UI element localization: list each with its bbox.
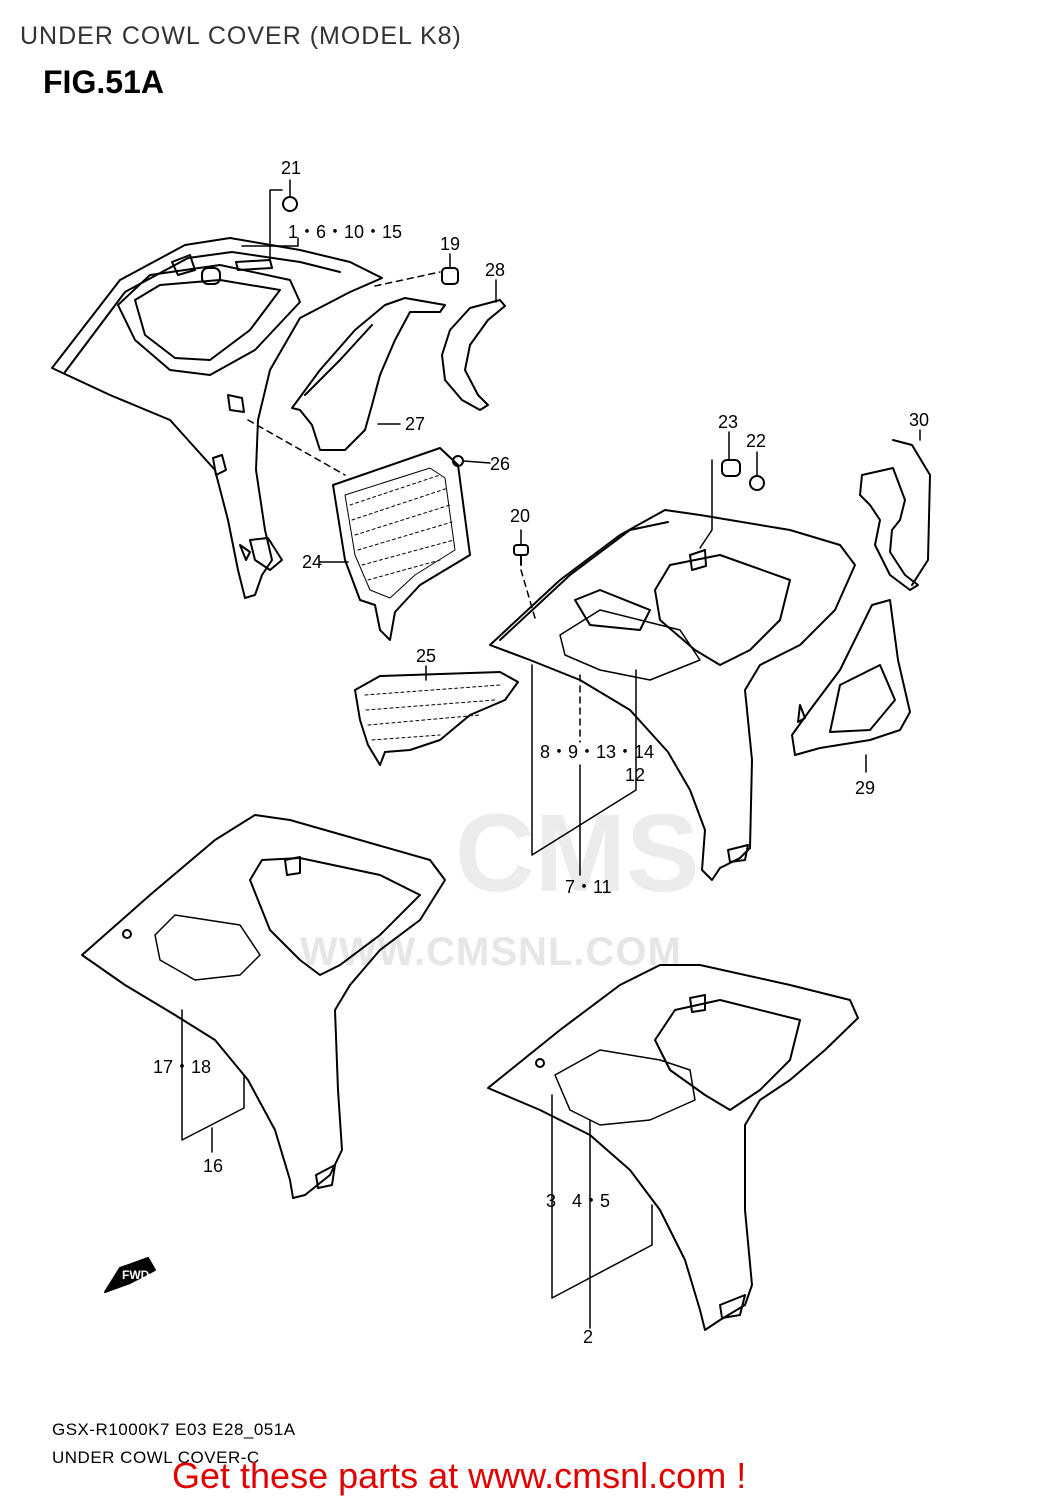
part-21-nut xyxy=(282,196,298,212)
callout-30: 30 xyxy=(909,410,929,430)
callout-29: 29 xyxy=(855,778,875,798)
part-24-mesh-panel xyxy=(319,447,471,641)
callout-2: 2 xyxy=(583,1327,593,1347)
callout-17-18: 17・18 xyxy=(153,1057,211,1077)
figure-number: FIG.51A xyxy=(43,64,164,100)
callout-21: 21 xyxy=(281,158,301,178)
callout-12: 12 xyxy=(625,765,645,785)
callout-25: 25 xyxy=(416,646,436,666)
inner-cowl-panel xyxy=(51,237,383,599)
callout-23: 23 xyxy=(718,412,738,432)
part-20-rivet xyxy=(513,529,536,619)
part-28-cover xyxy=(441,279,506,411)
part-19-grommet xyxy=(441,267,459,285)
section-name: UNDER COWL COVER-C xyxy=(52,1448,260,1467)
model-code: GSX-R1000K7 E03 E28_051A xyxy=(52,1420,296,1439)
callout-28: 28 xyxy=(485,260,505,280)
callout-19: 19 xyxy=(440,234,460,254)
callout-16: 16 xyxy=(203,1156,223,1176)
part-29-cover xyxy=(791,599,911,773)
part-30-bracket xyxy=(859,429,931,591)
callout-1-6-10-15: 1・6・10・15 xyxy=(288,222,402,242)
under-cowl-right-lower xyxy=(487,964,859,1331)
watermark-logo: CMS xyxy=(455,792,700,915)
under-cowl-right-upper xyxy=(489,509,856,881)
forward-arrow-label: FWD xyxy=(122,1268,150,1282)
callout-22: 22 xyxy=(746,431,766,451)
callout-26: 26 xyxy=(490,454,510,474)
callout-24: 24 xyxy=(302,552,322,572)
callout-20: 20 xyxy=(510,506,530,526)
page-header: UNDER COWL COVER (MODEL K8) xyxy=(20,22,462,50)
promo-link[interactable]: Get these parts at www.cmsnl.com ! xyxy=(172,1455,747,1496)
part-22-23-fasteners xyxy=(699,431,765,549)
callout-7-11: 7・11 xyxy=(565,877,612,897)
under-cowl-left-lower xyxy=(81,814,446,1199)
callout-3: 3 xyxy=(546,1191,556,1211)
watermark-url: WWW.CMSNL.COM xyxy=(300,930,682,974)
callout-8-9-13-14: 8・9・13・14 xyxy=(540,742,654,762)
part-27-inner-bracket xyxy=(291,271,446,451)
callout-4-5: 4・5 xyxy=(572,1191,610,1211)
callout-27: 27 xyxy=(405,414,425,434)
part-25-mesh-panel xyxy=(354,665,519,766)
forward-arrow-icon: FWD xyxy=(104,1257,156,1293)
